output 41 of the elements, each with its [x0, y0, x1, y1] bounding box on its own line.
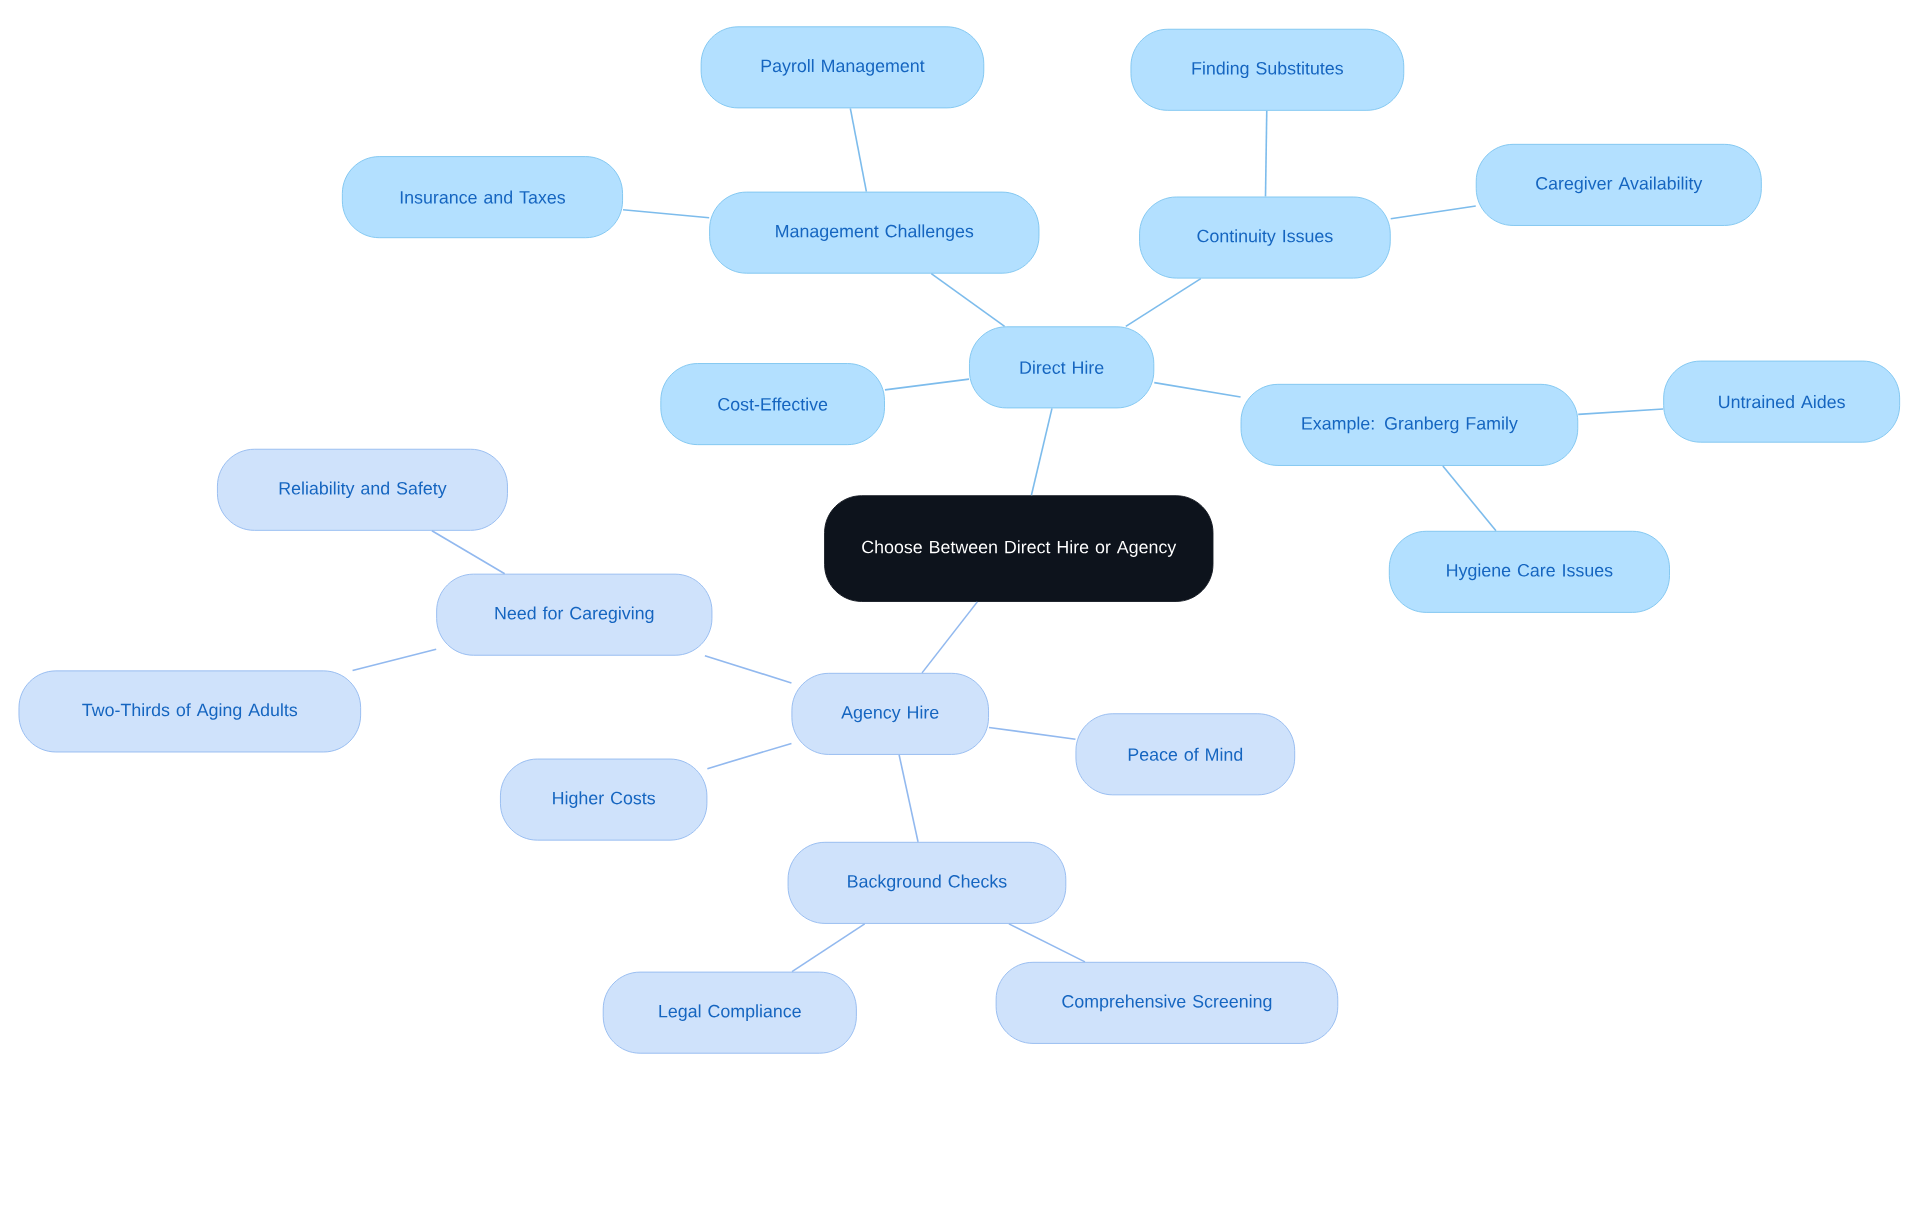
topic-node: Cost-Effective — [660, 363, 885, 446]
connector-line — [921, 601, 979, 674]
topic-node: Peace of Mind — [1075, 713, 1296, 796]
connector-line — [849, 107, 868, 193]
topic-node: Untrained Aides — [1663, 360, 1901, 443]
connector-line — [351, 648, 437, 672]
connector-line — [1389, 205, 1477, 220]
connector-line — [622, 209, 710, 219]
topic-node: Finding Substitutes — [1130, 28, 1405, 111]
connector-line — [1008, 923, 1086, 963]
connector-line — [704, 655, 793, 684]
topic-node: Reliability and Safety — [217, 448, 508, 531]
topic-node: Direct Hire — [969, 326, 1155, 409]
topic-node: Agency Hire — [791, 673, 989, 756]
topic-node: Continuity Issues — [1139, 196, 1391, 279]
connector-line — [1264, 110, 1268, 198]
root-node: Choose Between Direct Hire or Agency — [824, 495, 1214, 603]
topic-node: Comprehensive Screening — [995, 962, 1339, 1045]
connector-line — [791, 923, 866, 973]
connector-line — [706, 742, 793, 770]
connector-line — [884, 378, 970, 391]
topic-node: Need for Caregiving — [436, 573, 713, 656]
topic-node: Two-Thirds of Aging Adults — [18, 670, 362, 753]
connector-line — [431, 530, 506, 575]
topic-node: Background Checks — [787, 842, 1067, 925]
topic-node: Management Challenges — [709, 191, 1040, 274]
topic-node: Higher Costs — [500, 758, 708, 841]
connector-line — [1030, 407, 1053, 497]
topic-node: Payroll Management — [700, 26, 985, 109]
connector-line — [930, 273, 1006, 328]
connector-line — [988, 726, 1077, 741]
connector-line — [1153, 382, 1242, 398]
connector-line — [1577, 408, 1665, 416]
topic-node: Insurance and Taxes — [341, 156, 623, 239]
topic-node: Caregiver Availability — [1475, 144, 1762, 227]
connector-line — [1442, 465, 1497, 532]
topic-node: Example: Granberg Family — [1240, 384, 1579, 467]
topic-node: Hygiene Care Issues — [1388, 531, 1670, 613]
connector-line — [1125, 277, 1202, 328]
topic-node: Legal Compliance — [602, 971, 857, 1054]
connector-line — [898, 754, 919, 843]
